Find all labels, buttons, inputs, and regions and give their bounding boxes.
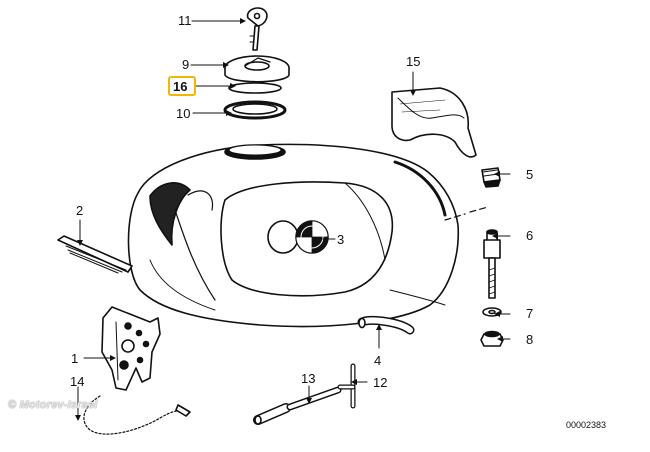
callout-2: 2 (76, 203, 83, 218)
callout-7: 7 (526, 306, 533, 321)
gasket-drawing (228, 82, 282, 94)
chain-end-drawing (175, 404, 191, 417)
hex-nut-drawing (480, 330, 504, 347)
heat-shield-drawing (391, 87, 477, 158)
callout-13: 13 (301, 371, 315, 386)
filler-ring-drawing (223, 100, 287, 120)
knee-pad-drawing (57, 235, 133, 274)
watermark: © Motorev-Israel (8, 399, 98, 411)
drawing-number: 00002383 (566, 420, 607, 430)
callout-3: 3 (337, 232, 344, 247)
callout-15: 15 (406, 54, 420, 69)
callout-4: 4 (374, 353, 381, 368)
key-drawing (246, 7, 268, 51)
callout-1: 1 (71, 351, 78, 366)
callout-11: 11 (178, 13, 192, 28)
tube-drawing (253, 386, 342, 425)
callout-8: 8 (526, 332, 533, 347)
washer-hole-drawing (488, 309, 496, 315)
highlight-box-16 (168, 76, 196, 96)
fuel-hose-drawing (357, 315, 415, 335)
callouts: 11 9 16 10 15 2 3 5 6 7 8 4 1 14 13 12 (70, 13, 533, 390)
callout-10: 10 (176, 106, 190, 121)
t-piece-drawing (337, 363, 356, 409)
callout-14: 14 (70, 374, 84, 389)
cap-nut-drawing (481, 167, 501, 188)
chain-drawing (83, 395, 185, 435)
fuel-tank-drawing (127, 143, 489, 328)
callout-6: 6 (526, 228, 533, 243)
leader-lines (77, 20, 511, 416)
rubber-mount-drawing (483, 229, 501, 299)
callout-16: 16 (173, 79, 187, 94)
callout-12: 12 (373, 375, 387, 390)
filler-cap-drawing (224, 55, 290, 83)
callout-5: 5 (526, 167, 533, 182)
callout-9: 9 (182, 57, 189, 72)
mounting-bracket-drawing (101, 306, 161, 391)
leader-arrowheads (75, 18, 503, 421)
